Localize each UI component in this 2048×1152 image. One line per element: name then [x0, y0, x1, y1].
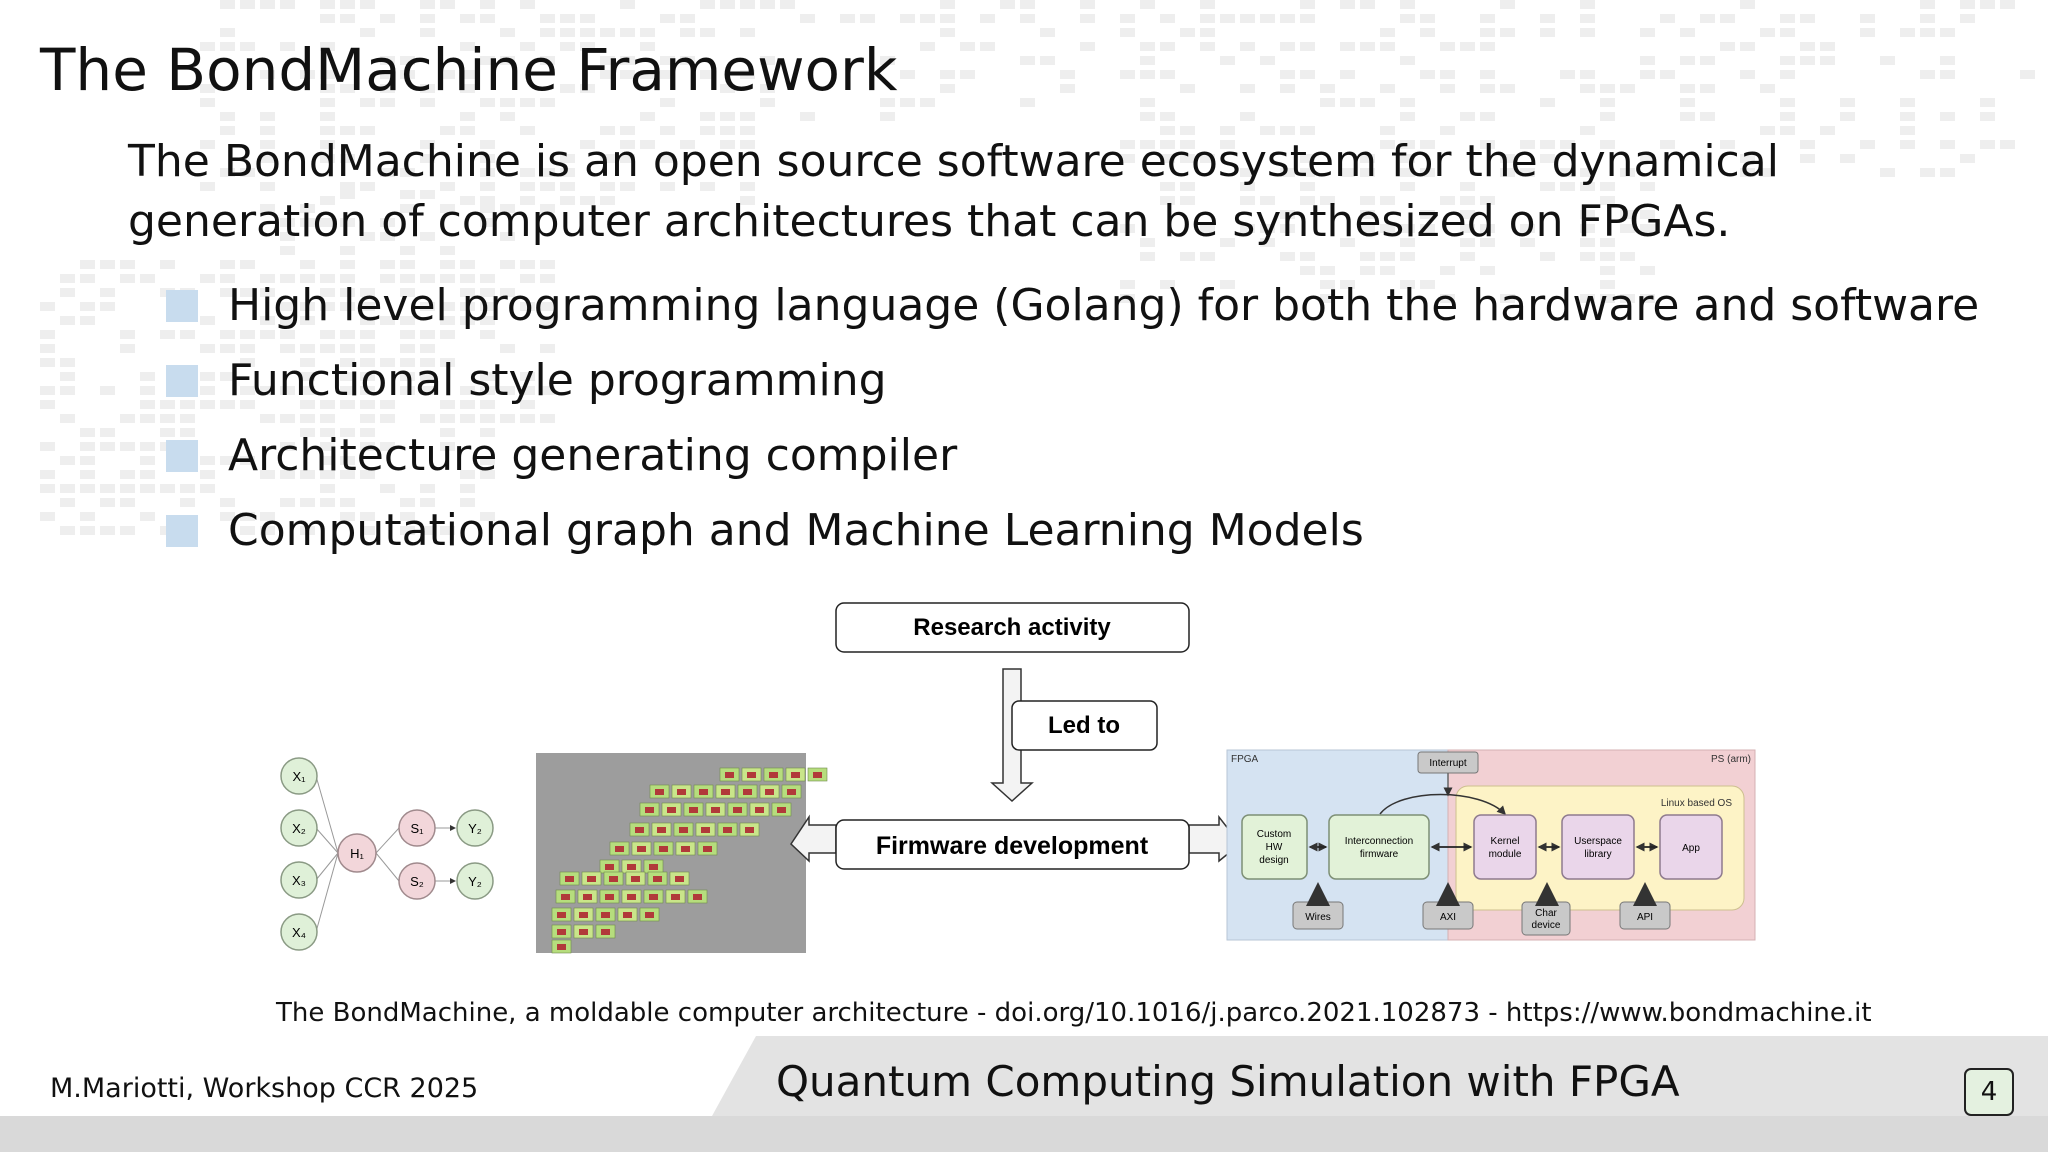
graph-node-y2a: Y₂ — [456, 809, 494, 847]
research-activity-label: Research activity — [913, 614, 1111, 641]
computational-graph — [315, 775, 456, 933]
graph-node-x4: X₄ — [280, 913, 318, 951]
interrupt-label: Interrupt — [1429, 758, 1466, 769]
graph-node-x1: X₁ — [280, 757, 318, 795]
axi-label: AXI — [1440, 912, 1456, 923]
graph-node-label: S₂ — [410, 874, 424, 889]
kernel-label: module — [1489, 849, 1522, 860]
graph-node-label: S₁ — [410, 821, 424, 836]
footer-talk-title: Quantum Computing Simulation with FPGA — [776, 1057, 1680, 1106]
footer-bottom-strip — [0, 1116, 2048, 1152]
graph-node-label: X₃ — [292, 873, 306, 888]
fpga-label: FPGA — [1231, 754, 1259, 765]
bullet-square-icon — [166, 439, 198, 472]
led-to-label: Led to — [1048, 712, 1120, 739]
bullet-text: High level programming language (Golang)… — [228, 280, 1980, 331]
graph-node-label: X₁ — [292, 769, 306, 784]
footer-band — [712, 1036, 2048, 1116]
kernel-label: Kernel — [1491, 836, 1520, 847]
bullet-text: Computational graph and Machine Learning… — [228, 505, 1364, 556]
graph-node-s2: S₂ — [398, 862, 436, 900]
figure-caption: The BondMachine, a moldable computer arc… — [276, 998, 1872, 1028]
custom-hw-label: Custom — [1257, 829, 1291, 840]
wires-label: Wires — [1305, 912, 1331, 923]
footer-author: M.Mariotti, Workshop CCR 2025 — [50, 1073, 479, 1104]
graph-node-label: H₁ — [350, 846, 364, 861]
graph-node-y2b: Y₂ — [456, 862, 494, 900]
graph-node-x3: X₃ — [280, 861, 318, 899]
bullet-item: High level programming language (Golang)… — [166, 268, 1979, 343]
slide-title: The BondMachine Framework — [40, 36, 898, 104]
bullet-list: High level programming language (Golang)… — [166, 268, 1979, 568]
led-to-box: Led to — [1011, 700, 1158, 751]
left-arrow — [790, 814, 837, 863]
graph-node-x2: X₂ — [280, 809, 318, 847]
interconnection-label: Interconnection — [1345, 836, 1413, 847]
custom-hw-label: design — [1259, 855, 1288, 866]
firmware-development-box: Firmware development — [835, 819, 1190, 870]
background-map-pattern — [40, 0, 2035, 535]
graph-node-label: X₂ — [292, 821, 306, 836]
api-label: API — [1637, 912, 1653, 923]
architecture-blocks — [551, 767, 828, 954]
ps-arm-label: PS (arm) — [1711, 754, 1751, 765]
page-number: 4 — [1964, 1068, 2014, 1116]
bondmachine-figure: X₁ X₂ X₃ X₄ H₁ S₁ S₂ Y₂ Y₂ Research acti… — [280, 602, 1756, 954]
graph-node-label: Y₂ — [468, 821, 482, 836]
graph-node-h1: H₁ — [337, 833, 377, 873]
custom-hw-label: HW — [1266, 842, 1283, 853]
graph-node-s1: S₁ — [398, 809, 436, 847]
linux-os-label: Linux based OS — [1661, 798, 1732, 809]
graph-node-label: Y₂ — [468, 874, 482, 889]
firmware-development-label: Firmware development — [876, 832, 1149, 860]
bullet-square-icon — [166, 364, 198, 397]
bullet-item: Architecture generating compiler — [166, 418, 1979, 493]
research-activity-box: Research activity — [835, 602, 1190, 653]
char-device-label: Char — [1535, 908, 1557, 919]
bullet-text: Architecture generating compiler — [228, 430, 958, 481]
app-label: App — [1682, 843, 1700, 854]
graph-node-label: X₄ — [292, 925, 306, 940]
bullet-text: Functional style programming — [228, 355, 887, 406]
interconnection-label: firmware — [1360, 849, 1399, 860]
char-device-label: device — [1532, 920, 1561, 931]
bullet-item: Functional style programming — [166, 343, 1979, 418]
fpga-architecture-diagram: FPGA PS (arm) Linux based OS Interrupt C… — [1226, 749, 1756, 941]
bullet-square-icon — [166, 514, 198, 547]
bullet-item: Computational graph and Machine Learning… — [166, 493, 1979, 568]
bullet-square-icon — [166, 289, 198, 322]
intro-paragraph: The BondMachine is an open source softwa… — [128, 136, 1779, 247]
userspace-label: Userspace — [1574, 836, 1622, 847]
userspace-label: library — [1584, 849, 1611, 860]
